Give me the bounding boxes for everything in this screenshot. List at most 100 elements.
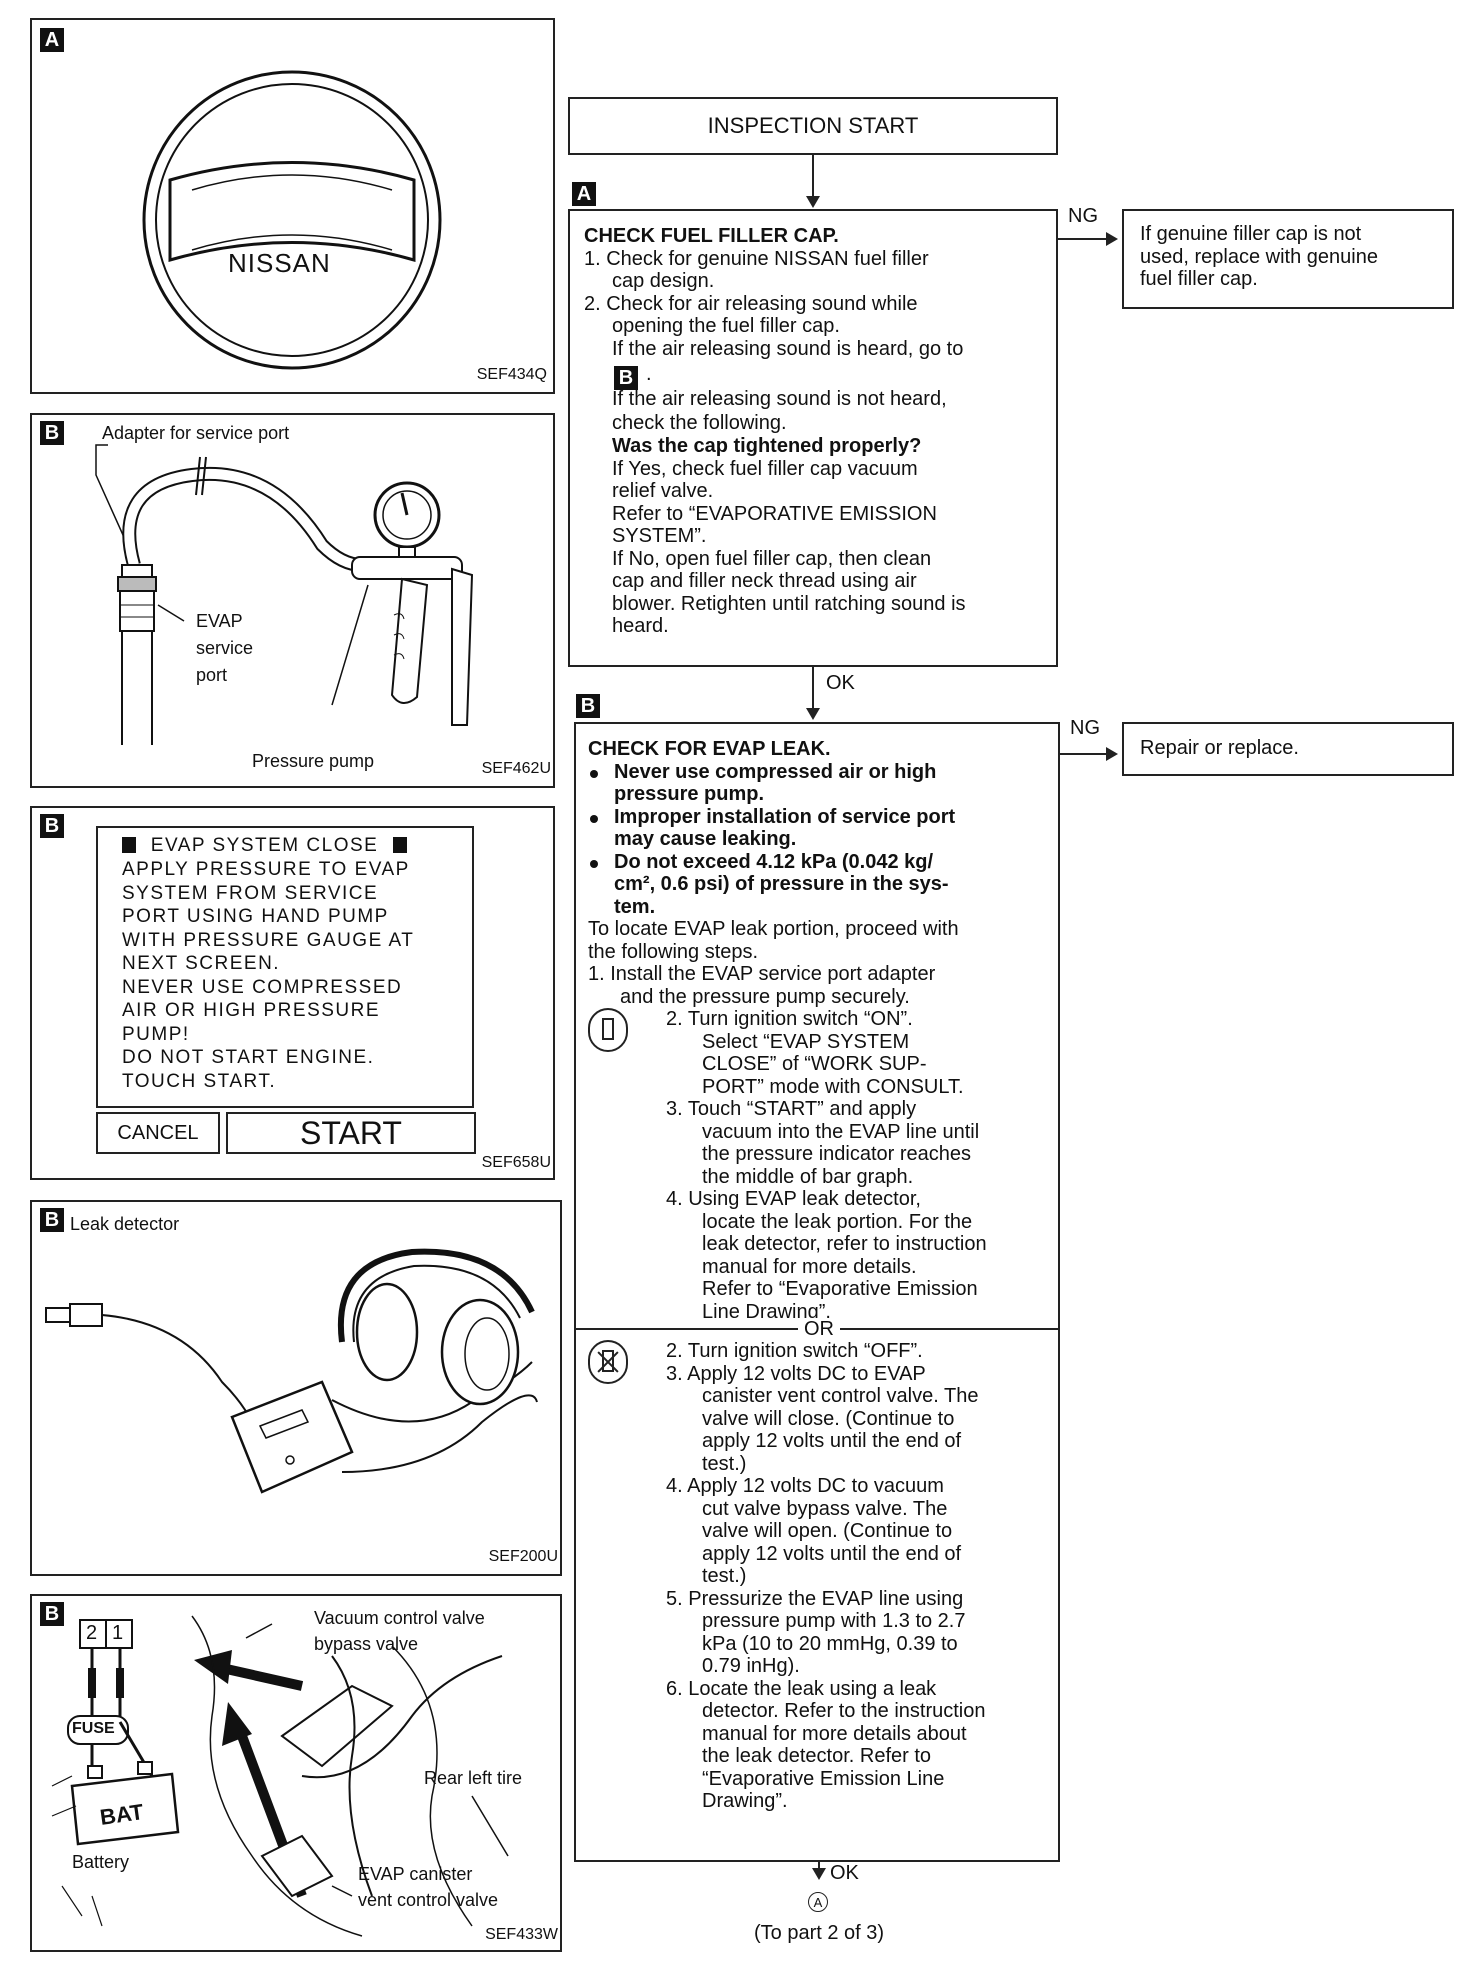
arrow-right-icon	[1106, 232, 1118, 246]
step-b-tag: B	[576, 694, 600, 718]
bullet-icon	[590, 770, 598, 778]
battery-label: Battery	[72, 1852, 130, 1872]
step-text: 6. Locate the leak using a leak	[666, 1677, 937, 1700]
screen-title: EVAP SYSTEM CLOSE	[150, 835, 379, 856]
no-consult-icon	[588, 1340, 628, 1384]
check-fuel-filler-cap-box: CHECK FUEL FILLER CAP. 1. Check for genu…	[568, 209, 1058, 667]
vent-valve-label-2: vent control valve	[358, 1890, 499, 1910]
step-text: manual for more details.	[702, 1255, 917, 1278]
cancel-button[interactable]: CANCEL	[96, 1112, 220, 1154]
step-text: PORT” mode with CONSULT.	[702, 1075, 964, 1098]
panel-fuel-cap: A NISSAN SEF434Q	[30, 18, 555, 394]
flow-line	[1058, 238, 1108, 240]
flow-line	[1060, 753, 1108, 755]
panel-consult-screen: B EVAP SYSTEM CLOSE APPLY PRESSURE TO EV…	[30, 806, 555, 1180]
step-text: test.)	[702, 1452, 747, 1475]
step-text: cap design.	[612, 270, 715, 292]
leak-detector-label: Leak detector	[70, 1214, 180, 1234]
step-question: Was the cap tightened properly?	[612, 435, 922, 457]
panel-leak-detector: B Leak detector SEF200U	[30, 1200, 562, 1576]
leak-detector-illustration	[45, 1248, 538, 1494]
start-button[interactable]: START	[226, 1112, 476, 1154]
step-text: Line Drawing”.	[702, 1300, 831, 1323]
screen-line: AIR OR HIGH PRESSURE	[122, 1000, 381, 1021]
step-text: valve will close. (Continue to	[702, 1407, 955, 1430]
step-text: apply 12 volts until the end of	[702, 1542, 962, 1565]
valve-wiring-illustration	[51, 1615, 509, 1937]
step-text: the pressure indicator reaches	[702, 1143, 972, 1165]
connector-circle: A	[808, 1892, 828, 1912]
screen-line: WITH PRESSURE GAUGE AT	[122, 929, 415, 951]
step-text: heard.	[612, 615, 669, 637]
terminal-1-label: 1	[112, 1622, 124, 1644]
consult-icon	[588, 1008, 628, 1052]
pump-illustration	[95, 444, 474, 745]
step-tag: B	[40, 1208, 64, 1232]
step-text: If the air releasing sound is not heard,	[612, 388, 947, 410]
step-text: .	[646, 363, 652, 385]
step-text: kPa (10 to 20 mmHg, 0.39 to	[702, 1632, 958, 1655]
vacuum-valve-label-2: bypass valve	[314, 1634, 419, 1654]
step-text: 1. Install the EVAP service port adapter	[588, 963, 936, 985]
arrow-down-icon	[806, 196, 820, 208]
ng-result-text: used, replace with genuine	[1140, 245, 1378, 268]
step-text: Refer to “EVAPORATIVE EMISSION	[612, 502, 937, 525]
step-text: the middle of bar graph.	[702, 1165, 914, 1188]
flow-line	[812, 155, 814, 200]
warning-text: cm², 0.6 psi) of pressure in the sys-	[614, 873, 949, 895]
step-text: vacuum into the EVAP line until	[702, 1120, 980, 1143]
step-text: If the air releasing sound is heard, go …	[612, 337, 964, 360]
ng-label: NG	[1068, 205, 1098, 227]
step-text: check the following.	[612, 412, 787, 434]
warning-text: tem.	[614, 895, 656, 918]
evap-port-label-3: port	[196, 665, 228, 685]
step-text: 1. Check for genuine NISSAN fuel filler	[584, 247, 929, 270]
step-tag: B	[40, 421, 64, 445]
step-text: Drawing”.	[702, 1790, 788, 1812]
ng-result-text: fuel filler cap.	[1140, 268, 1258, 290]
step-text: cap and filler neck thread using air	[612, 570, 917, 592]
figure-code: SEF200U	[488, 1548, 558, 1565]
check-evap-leak-box: CHECK FOR EVAP LEAK. Never use compresse…	[574, 722, 1060, 1862]
ok-label: OK	[826, 672, 855, 694]
consult-screen: EVAP SYSTEM CLOSE APPLY PRESSURE TO EVAP…	[96, 826, 474, 1108]
step-tag: B	[40, 1602, 64, 1626]
step-text: locate the leak portion. For the	[702, 1210, 973, 1233]
screen-line: TOUCH START.	[122, 1070, 277, 1092]
step-text: pressure pump with 1.3 to 2.7	[702, 1610, 966, 1632]
step-text: relief valve.	[612, 480, 714, 502]
panel-valve-wiring: B 2 1 FUSE BAT Vacuum control valv	[30, 1594, 562, 1952]
evap-port-label-1: EVAP	[196, 611, 243, 631]
step-text: 3. Touch “START” and apply	[666, 1098, 917, 1120]
step-text: and the pressure pump securely.	[620, 985, 910, 1008]
warning-text: Never use compressed air or high	[614, 760, 937, 783]
step-text: manual for more details about	[702, 1722, 967, 1745]
step-text: 4. Apply 12 volts DC to vacuum	[666, 1475, 944, 1497]
step-text: 5. Pressurize the EVAP line using	[666, 1587, 964, 1610]
step-text: CLOSE” of “WORK SUP-	[702, 1053, 927, 1075]
bullet-icon	[590, 860, 598, 868]
screen-line: NEXT SCREEN.	[122, 953, 281, 974]
figure-code: SEF462U	[481, 760, 551, 777]
arrow-down-icon	[812, 1868, 826, 1880]
screen-line: APPLY PRESSURE TO EVAP	[122, 859, 410, 880]
ok-label: OK	[830, 1862, 859, 1884]
step-text: detector. Refer to the instruction	[702, 1700, 986, 1722]
ng-result-text: If genuine filler cap is not	[1140, 223, 1362, 245]
step-text: 2. Check for air releasing sound while	[584, 292, 918, 315]
screen-line: PORT USING HAND PUMP	[122, 906, 389, 927]
step-text: leak detector, refer to instruction	[702, 1233, 987, 1255]
inspection-start-box: INSPECTION START	[568, 97, 1058, 155]
step-text: 2. Turn ignition switch “ON”.	[666, 1008, 913, 1030]
ng-result-text: Repair or replace.	[1140, 737, 1299, 759]
step-text: valve will open. (Continue to	[702, 1520, 953, 1542]
figure-code: SEF433W	[485, 1926, 558, 1943]
arrow-right-icon	[1106, 747, 1118, 761]
next-part-label: (To part 2 of 3)	[754, 1922, 885, 1944]
warning-text: may cause leaking.	[614, 828, 797, 850]
step-text: If Yes, check fuel filler cap vacuum	[612, 457, 918, 480]
step-text: 4. Using EVAP leak detector,	[666, 1188, 921, 1210]
panel-pressure-pump: B Adapter for service port EVAP service …	[30, 413, 555, 788]
step-text: If No, open fuel filler cap, then clean	[612, 547, 932, 570]
step-text: Select “EVAP SYSTEM	[702, 1030, 910, 1053]
